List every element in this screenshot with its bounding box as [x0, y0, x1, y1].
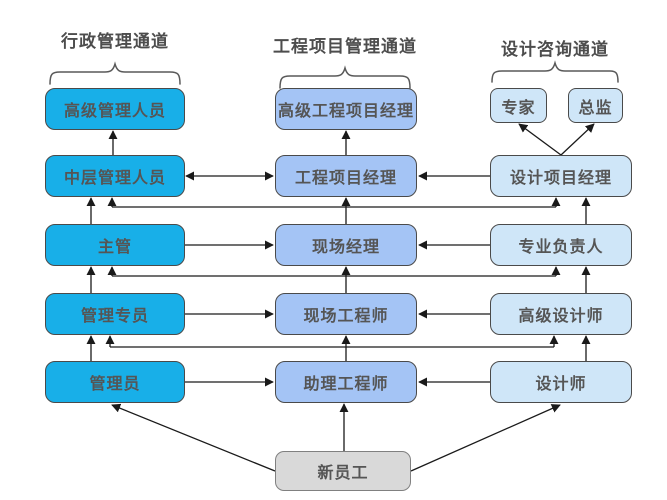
node-site-manager: 现场经理: [275, 224, 417, 266]
node-design-project-manager: 设计项目经理: [490, 155, 632, 197]
node-new-employee: 新员工: [275, 451, 411, 491]
node-site-engineer: 现场工程师: [275, 293, 417, 335]
node-designer: 设计师: [490, 361, 632, 403]
node-senior-management: 高级管理人员: [45, 88, 185, 130]
channel-title-project: 工程项目管理通道: [273, 37, 417, 56]
brace-admin-channel: [49, 61, 181, 85]
node-admin-specialist: 管理专员: [45, 293, 185, 335]
arrow-new-employee-to-administrator: [111, 403, 276, 472]
channel-braces: [49, 60, 619, 89]
brace-design-channel: [491, 60, 619, 83]
node-senior-designer: 高级设计师: [490, 293, 632, 335]
node-senior-project-manager: 高级工程项目经理: [275, 88, 417, 130]
arrow-design-pm-to-expert: [518, 123, 562, 156]
node-discipline-lead: 专业负责人: [490, 224, 632, 266]
arrow-new-employee-to-designer: [410, 404, 561, 472]
arrow-design-pm-to-chief-supervisor: [560, 123, 595, 156]
new-employee-arrows: [111, 403, 561, 472]
node-assistant-engineer: 助理工程师: [275, 361, 417, 403]
channel-title-design: 设计咨询通道: [501, 40, 609, 59]
cross-channel-arrows: [185, 171, 490, 387]
node-project-manager: 工程项目经理: [275, 155, 417, 197]
branch-row4: [105, 335, 559, 348]
node-supervisor: 主管: [45, 224, 185, 266]
design-column-arrows: [518, 123, 595, 361]
channel-title-admin: 行政管理通道: [61, 32, 169, 51]
node-chief-supervisor: 总监: [568, 88, 623, 123]
branch-row3: [107, 266, 561, 277]
branch-row2: [107, 197, 561, 208]
brace-project-channel: [279, 65, 411, 89]
node-middle-management: 中层管理人员: [45, 155, 185, 197]
node-expert: 专家: [490, 88, 547, 123]
admin-column-arrows: [86, 130, 118, 361]
node-administrator: 管理员: [45, 361, 185, 403]
